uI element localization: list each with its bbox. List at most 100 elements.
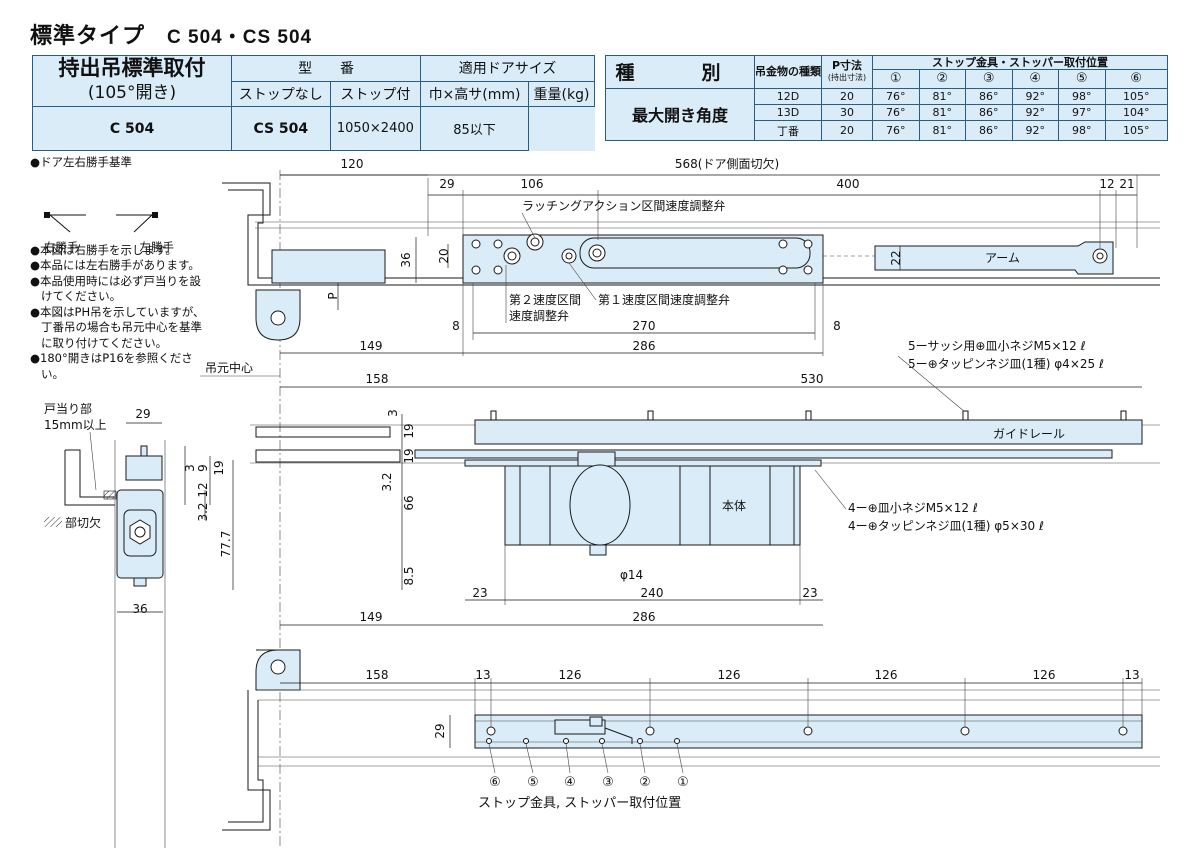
header-positions: ストップ金具・ストッパー取付位置 bbox=[872, 55, 1168, 70]
hanger-type: 丁番 bbox=[754, 120, 822, 141]
header-kind: 種 別 bbox=[605, 55, 755, 89]
pivot-center-label: 吊元中心 bbox=[205, 360, 253, 375]
header-weight: 重量(kg) bbox=[527, 80, 596, 107]
dim-phi14: φ14 bbox=[620, 568, 643, 582]
note-item: ●180°開きはP16を参照ください。 bbox=[30, 351, 193, 381]
dim-8b: 8 bbox=[833, 319, 841, 333]
note-item: ●本図は右勝手を示します。 bbox=[30, 242, 177, 257]
dim-b158: 158 bbox=[366, 668, 389, 682]
dim-s19: 19 bbox=[212, 460, 226, 475]
notes: ●ドア左右勝手基準 ●本図は右勝手を示します。●本品には左右勝手があります。●本… bbox=[30, 155, 205, 382]
speed2-label-a: 第２速度区間 bbox=[509, 292, 581, 307]
top-view bbox=[222, 170, 1160, 848]
screw-rail-1: 5ーサッシ用⊕皿小ネジM5×12 ℓ bbox=[908, 339, 1086, 353]
slide-bar bbox=[414, 449, 1113, 459]
hinge-plate bbox=[271, 249, 386, 284]
header-wh: 巾×高サ(mm) bbox=[420, 80, 529, 107]
angle-cell: 81° bbox=[918, 120, 966, 141]
header-with-stop: ストップ付 bbox=[329, 80, 422, 107]
speed1-label: 第１速度区間速度調整弁 bbox=[598, 292, 730, 307]
dim-36: 36 bbox=[399, 252, 413, 267]
latch-valve-label: ラッチングアクション区間速度調整弁 bbox=[522, 198, 725, 213]
stop-number-3: ③ bbox=[602, 775, 614, 790]
dim-s3: 3 bbox=[183, 464, 197, 472]
dim-530: 530 bbox=[801, 372, 824, 386]
dim-s32: 3.2 bbox=[196, 502, 210, 521]
dim-158a: 158 bbox=[366, 372, 389, 386]
dim-286a: 286 bbox=[633, 339, 656, 353]
value-wh: 1050×2400 bbox=[329, 106, 422, 151]
hanger-type: 13D bbox=[754, 103, 822, 122]
guide-rail-label: ガイドレール bbox=[993, 427, 1065, 441]
dim-s9: 9 bbox=[196, 464, 210, 472]
angle-cell: 81° bbox=[918, 103, 966, 122]
value-no-stop: C 504 bbox=[32, 106, 232, 151]
body-label: 本体 bbox=[722, 499, 746, 513]
dim-3: 3 bbox=[386, 409, 400, 417]
screw-body-2: 4ー⊕タッピンネジ皿(1種) φ5×30 ℓ bbox=[848, 519, 1044, 533]
arm bbox=[874, 241, 1114, 275]
dim-b126d: 126 bbox=[1033, 668, 1056, 682]
stop-number-6: ⑥ bbox=[489, 775, 501, 790]
door-stop-label: 戸当り部 bbox=[44, 401, 92, 416]
angle-cell: 86° bbox=[965, 120, 1013, 141]
note-item: ●本品使用時には必ず戸当りを設けてください。 bbox=[30, 273, 202, 304]
dim-12: 12 bbox=[1099, 177, 1114, 191]
p-value: 20 bbox=[821, 87, 873, 105]
header-p-label: P寸法 bbox=[831, 59, 863, 73]
dim-s777: 77.7 bbox=[219, 531, 233, 558]
dim-b126b: 126 bbox=[718, 668, 741, 682]
dim-b126c: 126 bbox=[875, 668, 898, 682]
hand-labels: 右勝手 左勝手 bbox=[44, 210, 174, 255]
angle-cell: 76° bbox=[872, 103, 920, 122]
dim-270: 270 bbox=[633, 319, 656, 333]
side-section: 戸当り部 15mm以上 部切欠 29 36 3 9 19 12 3.2 77.7 bbox=[44, 401, 234, 848]
stop-number-4: ④ bbox=[564, 775, 576, 790]
dim-b13a: 13 bbox=[475, 668, 490, 682]
stop-number-5: ⑤ bbox=[527, 775, 539, 790]
install-sub: (105°開き) bbox=[87, 83, 177, 103]
dim-22: 22 bbox=[889, 250, 903, 265]
angle-cell: 76° bbox=[872, 120, 920, 141]
speed2-label-b: 速度調整弁 bbox=[509, 308, 569, 323]
dim-19b: 19 bbox=[402, 448, 416, 463]
dim-286b: 286 bbox=[633, 610, 656, 624]
note-list: ●本図は右勝手を示します。●本品には左右勝手があります。●本品使用時には必ず戸当… bbox=[30, 243, 205, 383]
stop-position-marks bbox=[486, 738, 680, 744]
mount-holes-top bbox=[471, 239, 813, 275]
door-stop-min-label: 15mm以上 bbox=[44, 418, 107, 432]
dim-20: 20 bbox=[437, 248, 451, 263]
dim-door-cut: 568(ドア側面切欠) bbox=[675, 156, 779, 171]
hand-title: ●ドア左右勝手基準 bbox=[30, 155, 133, 169]
angle-cell: 98° bbox=[1058, 120, 1106, 141]
dim-p: P bbox=[326, 292, 340, 299]
install-title-cell: 持出吊標準取付(105°開き) bbox=[32, 55, 232, 107]
header-p: P寸法(持出寸法) bbox=[821, 55, 873, 89]
dim-400: 400 bbox=[837, 177, 860, 191]
angle-cell: 81° bbox=[918, 87, 966, 105]
left-hand-label: 左勝手 bbox=[139, 240, 175, 254]
dim-29: 29 bbox=[439, 177, 454, 191]
dim-240: 240 bbox=[641, 586, 664, 600]
speed-slot bbox=[579, 237, 811, 269]
note-item: ●本図はPH吊を示していますが、丁番吊の場合も吊元中心を基準に取り付けてください… bbox=[30, 304, 205, 350]
header-p-sub: (持出寸法) bbox=[827, 73, 867, 83]
header-door-size: 適用ドアサイズ bbox=[420, 55, 595, 82]
right-hand-label: 右勝手 bbox=[44, 240, 79, 254]
angle-cell: 105° bbox=[1104, 120, 1168, 141]
value-weight: 85以下 bbox=[420, 106, 529, 151]
note-item: ●本品には左右勝手があります。 bbox=[30, 258, 200, 272]
cutout-label: 部切欠 bbox=[65, 515, 101, 530]
p-value: 30 bbox=[821, 103, 873, 122]
dim-23b: 23 bbox=[802, 586, 817, 600]
dim-23a: 23 bbox=[472, 586, 487, 600]
screw-rail-2: 5ー⊕タッピンネジ皿(1種) φ4×25 ℓ bbox=[908, 357, 1104, 371]
rail-screws bbox=[490, 410, 1127, 421]
dim-21: 21 bbox=[1119, 177, 1134, 191]
side-top-block bbox=[125, 455, 163, 481]
stop-number-2: ② bbox=[639, 775, 651, 790]
